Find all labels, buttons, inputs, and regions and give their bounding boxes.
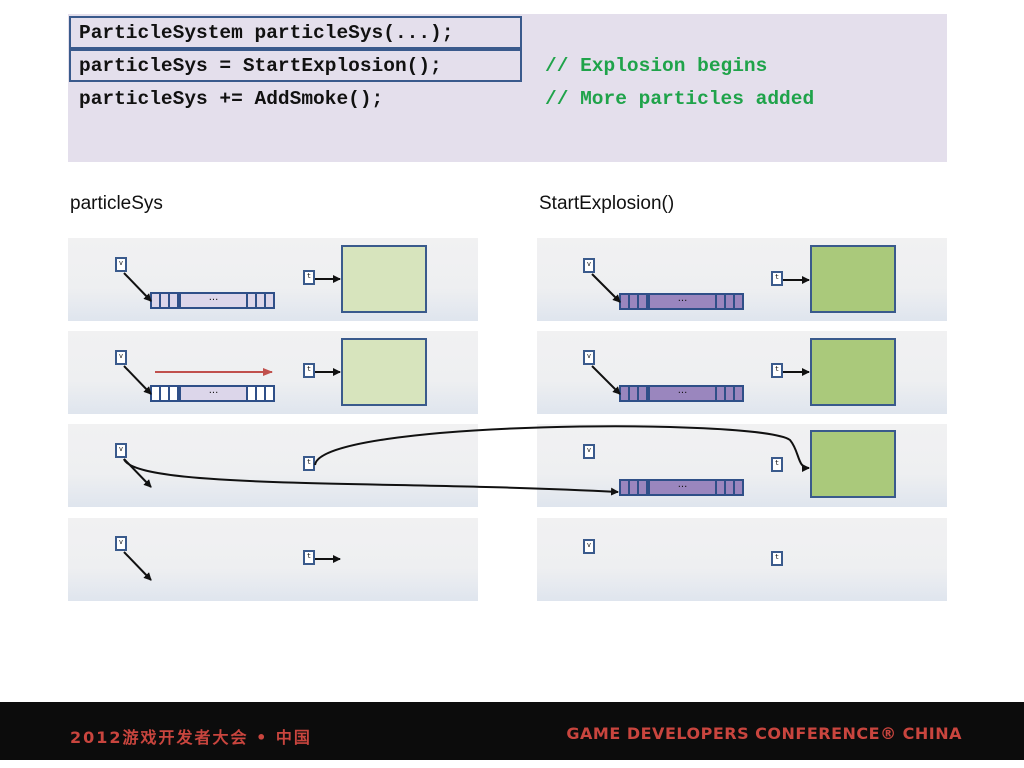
particle-vector: ··· — [150, 292, 275, 309]
footer-left-text: 2012游戏开发者大会 • 中国 — [70, 728, 312, 747]
texture-box — [810, 245, 896, 313]
vector-ellipsis: ··· — [179, 387, 248, 400]
particle-vector: ··· — [619, 293, 744, 310]
texture-box — [341, 338, 427, 406]
particle-vector: ··· — [619, 385, 744, 402]
vector-ellipsis: ··· — [648, 481, 717, 494]
vector-pointer-box: v — [583, 350, 595, 365]
texture-pointer-box: t — [771, 363, 783, 378]
vector-pointer-box: v — [115, 536, 127, 551]
code-comment-2: // Explosion begins — [545, 55, 768, 77]
texture-box — [341, 245, 427, 313]
texture-pointer-box: t — [303, 270, 315, 285]
right-column-label: StartExplosion() — [539, 193, 675, 214]
vector-pointer-box: v — [583, 539, 595, 554]
vector-pointer-box: v — [583, 258, 595, 273]
particle-vector: ··· — [150, 385, 275, 402]
vector-pointer-box: v — [115, 257, 127, 272]
texture-pointer-box: t — [771, 551, 783, 566]
vector-pointer-box: v — [583, 444, 595, 459]
code-line-1: ParticleSystem particleSys(...); — [79, 22, 454, 44]
texture-box — [810, 430, 896, 498]
footer-bar: 2012游戏开发者大会 • 中国 GAME DEVELOPERS CONFERE… — [0, 702, 1024, 760]
vector-ellipsis: ··· — [648, 387, 717, 400]
texture-pointer-box: t — [303, 363, 315, 378]
vector-ellipsis: ··· — [179, 294, 248, 307]
vector-pointer-box: v — [115, 443, 127, 458]
code-line-3: particleSys += AddSmoke(); — [79, 88, 384, 110]
vector-ellipsis: ··· — [648, 295, 717, 308]
vector-pointer-box: v — [115, 350, 127, 365]
texture-pointer-box: t — [771, 457, 783, 472]
texture-pointer-box: t — [303, 456, 315, 471]
highlight-line-1 — [69, 16, 522, 49]
texture-box — [810, 338, 896, 406]
left-panel-4 — [68, 518, 478, 601]
code-block — [68, 14, 947, 162]
footer-right-text: GAME DEVELOPERS CONFERENCE® CHINA — [566, 724, 962, 743]
code-comment-3: // More particles added — [545, 88, 815, 110]
particle-vector: ··· — [619, 479, 744, 496]
highlight-line-2 — [69, 49, 522, 82]
texture-pointer-box: t — [303, 550, 315, 565]
left-panel-3 — [68, 424, 478, 507]
texture-pointer-box: t — [771, 271, 783, 286]
right-panel-4 — [537, 518, 947, 601]
left-column-label: particleSys — [70, 193, 163, 214]
code-line-2: particleSys = StartExplosion(); — [79, 55, 442, 77]
